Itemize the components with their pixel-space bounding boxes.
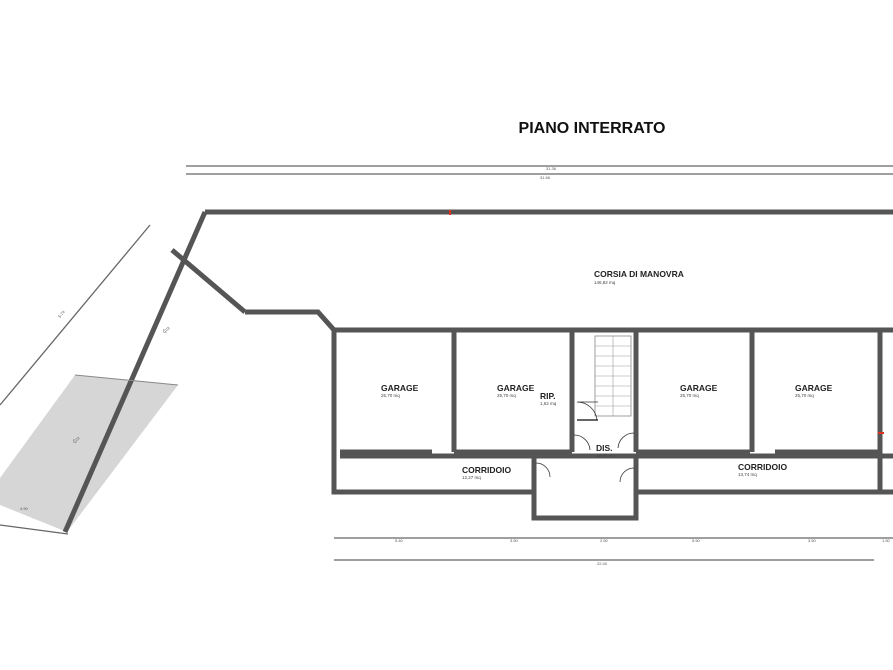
dim-top-2: 31.66 xyxy=(540,175,551,180)
dim-ramp-bottom: 4.90 xyxy=(20,506,29,511)
room-area: 12,27 mq xyxy=(462,475,481,480)
dim-bottom-3: 2.50 xyxy=(600,538,609,543)
room-label: CORRIDOIO xyxy=(462,465,512,475)
bottom-dimension-lines: 5.40 3.50 2.50 5.50 3.50 1.50 22.40 xyxy=(334,537,893,566)
room-area: 13,74 mq xyxy=(738,472,757,477)
room-label: CORRIDOIO xyxy=(738,462,788,472)
room-area: 1,62 mq xyxy=(540,401,557,406)
room-garage-4: GARAGE 25,70 mq xyxy=(795,383,833,398)
room-label: GARAGE xyxy=(795,383,833,393)
dim-bottom-total: 22.40 xyxy=(597,561,608,566)
room-label: GARAGE xyxy=(680,383,718,393)
room-garage-2: GARAGE 25,70 mq xyxy=(497,383,535,398)
ramp-arrow-icon: ⇦ xyxy=(160,323,173,337)
room-corridoio-1: CORRIDOIO 12,27 mq xyxy=(462,465,512,480)
room-label: RIP. xyxy=(540,391,555,401)
ramp: 5.74 4.90 ⇦ ⇦ xyxy=(0,209,893,535)
plan-title: PIANO INTERRATO xyxy=(519,120,666,137)
room-area: 146,82 mq xyxy=(594,280,616,285)
room-label: DIS. xyxy=(596,443,613,453)
dim-bottom-1: 5.40 xyxy=(395,538,404,543)
room-garage-3: GARAGE 25,70 mq xyxy=(680,383,718,398)
room-area: 25,70 mq xyxy=(680,393,699,398)
dim-ramp-side: 5.74 xyxy=(57,309,66,319)
room-label: GARAGE xyxy=(497,383,535,393)
dim-bottom-4: 5.50 xyxy=(692,538,701,543)
room-garage-1: GARAGE 25,70 mq xyxy=(381,383,419,398)
room-area: 13,94 mq xyxy=(596,453,615,458)
doors xyxy=(535,432,635,483)
room-area: 25,70 mq xyxy=(497,393,516,398)
room-corsia: CORSIA DI MANOVRA 146,82 mq xyxy=(594,269,684,285)
room-area: 25,70 mq xyxy=(381,393,400,398)
room-rip: RIP. 1,62 mq xyxy=(540,391,557,406)
room-label: CORSIA DI MANOVRA xyxy=(594,269,684,279)
room-corridoio-2: CORRIDOIO 13,74 mq xyxy=(738,462,788,477)
room-area: 25,70 mq xyxy=(795,393,814,398)
staircase xyxy=(576,335,632,421)
walls xyxy=(245,210,893,521)
dim-bottom-2: 3.50 xyxy=(510,538,519,543)
dim-bottom-5: 3.50 xyxy=(808,538,817,543)
room-dis: DIS. 13,94 mq xyxy=(596,443,615,458)
dim-bottom-right: 1.50 xyxy=(882,538,891,543)
dim-top-1: 31.36 xyxy=(546,166,557,171)
room-label: GARAGE xyxy=(381,383,419,393)
top-dimension-lines: 31.36 31.66 xyxy=(186,165,893,180)
